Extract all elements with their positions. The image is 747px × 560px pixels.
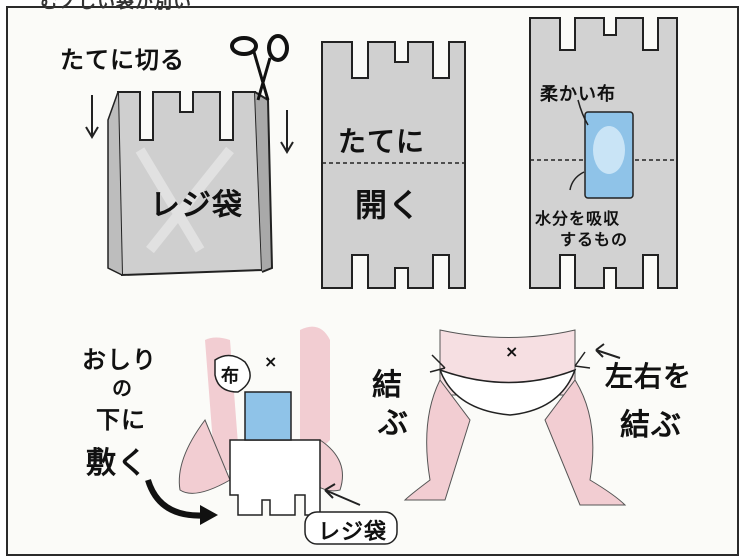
lay-line1: おしり bbox=[82, 346, 157, 374]
curved-arrow-icon bbox=[145, 479, 218, 525]
absorb-label-line2: するもの bbox=[560, 230, 629, 249]
baby-standing-illustration bbox=[403, 329, 627, 506]
bag-label-box bbox=[304, 511, 398, 545]
cut-bag-label: レジ袋 bbox=[150, 188, 243, 223]
lay-cloth-label: 布 bbox=[221, 366, 240, 387]
cut-bag-illustration bbox=[107, 91, 274, 277]
tie-right-line2: 結ぶ bbox=[620, 408, 682, 443]
top-partial-text: むノしい袋が別い bbox=[40, 0, 192, 13]
arrow-left-icon bbox=[595, 343, 621, 359]
bag-with-cloth-illustration bbox=[529, 17, 678, 289]
tie-right-line1: 左右を bbox=[605, 360, 693, 393]
tie-left-line1: 結 bbox=[372, 368, 403, 403]
lay-line2: の bbox=[112, 376, 133, 400]
lay-line3: 下に bbox=[96, 406, 146, 434]
lay-bag-label: レジ袋 bbox=[318, 520, 388, 545]
opened-bag-illustration bbox=[321, 41, 466, 289]
arrow-left-icon bbox=[324, 483, 361, 506]
lay-line4: 敷く bbox=[86, 446, 148, 481]
tie-left-line2: ぶ bbox=[378, 406, 409, 441]
cut-instruction-label: たてに切る bbox=[60, 46, 185, 74]
baby-lying-illustration bbox=[178, 326, 343, 516]
soft-cloth-label: 柔かい布 bbox=[540, 84, 616, 105]
absorb-label-line1: 水分を吸収 bbox=[535, 209, 621, 228]
lay-mark: × bbox=[264, 352, 279, 371]
open-bottom-label: 開く bbox=[355, 186, 422, 224]
open-top-label: たてに bbox=[338, 125, 426, 158]
arrow-down-icon bbox=[85, 95, 294, 154]
tie-mark: × bbox=[505, 342, 520, 361]
scissors-icon bbox=[230, 34, 289, 101]
